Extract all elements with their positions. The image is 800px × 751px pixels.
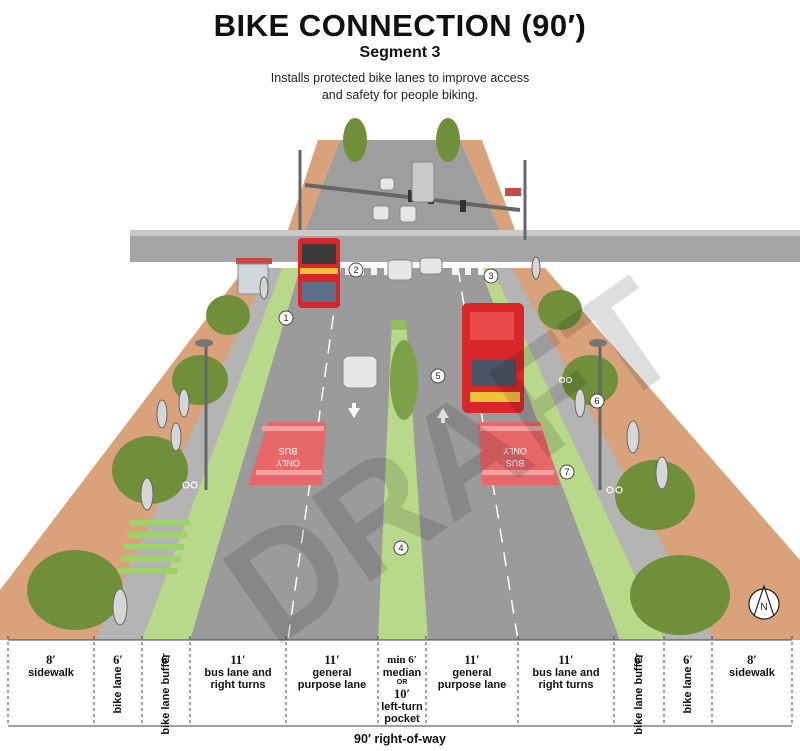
pedestrian-icons <box>112 256 669 626</box>
north-arrow-icon: N <box>748 584 780 620</box>
column-bus-lane-right: 11′ bus lane and right turns <box>532 653 600 691</box>
callout-6: 6 <box>594 396 599 406</box>
bus-only-text-right: ONLY <box>503 446 527 456</box>
column-buffer-right: 6′ <box>634 653 644 667</box>
column-buffer-left: 6′ <box>161 653 171 667</box>
right-of-way-label: 90′ right-of-way <box>354 732 446 746</box>
bus-right-icon <box>462 303 524 413</box>
car-icons <box>342 161 443 389</box>
description: Installs protected bike lanes to improve… <box>270 71 530 102</box>
column-buffer-right-label: bike lane buffer <box>633 653 645 735</box>
column-bike-lane-left: 6′ <box>113 653 123 667</box>
page-title: BIKE CONNECTION (90′) <box>213 8 587 43</box>
bus-only-paint-left <box>248 422 326 485</box>
callout-1: 1 <box>283 313 288 323</box>
callout-3: 3 <box>488 271 493 281</box>
column-general-lane-left: 11′ general purpose lane <box>297 653 367 691</box>
bus-left-icon <box>298 238 340 308</box>
callout-5: 5 <box>435 371 440 381</box>
column-sidewalk-right: 8′ sidewalk <box>729 653 775 679</box>
dimension-lines <box>7 636 793 727</box>
bus-only-text-left-2: ONLY <box>276 458 300 468</box>
callout-2: 2 <box>353 265 358 275</box>
tree-icons <box>27 118 730 635</box>
column-buffer-left-label: bike lane buffer <box>160 653 172 735</box>
callout-4: 4 <box>398 543 403 553</box>
bus-only-text-right-2: BUS <box>506 458 525 468</box>
column-general-lane-right: 11′ general purpose lane <box>437 653 507 691</box>
bus-only-text-left: BUS <box>279 446 298 456</box>
page-subtitle: Segment 3 <box>359 44 441 61</box>
callout-7: 7 <box>564 467 569 477</box>
column-bus-lane-left: 11′ bus lane and right turns <box>204 653 272 691</box>
svg-text:N: N <box>760 602 767 613</box>
bus-only-paint-right <box>478 422 560 485</box>
column-median: min 6′ median OR 10′ left-turn pocket <box>381 654 423 725</box>
column-bike-lane-right: 6′ <box>683 653 693 667</box>
column-bike-lane-left-label: bike lane <box>112 666 124 714</box>
column-sidewalk-left: 8′ sidewalk <box>28 653 74 679</box>
column-bike-lane-right-label: bike lane <box>682 666 694 714</box>
